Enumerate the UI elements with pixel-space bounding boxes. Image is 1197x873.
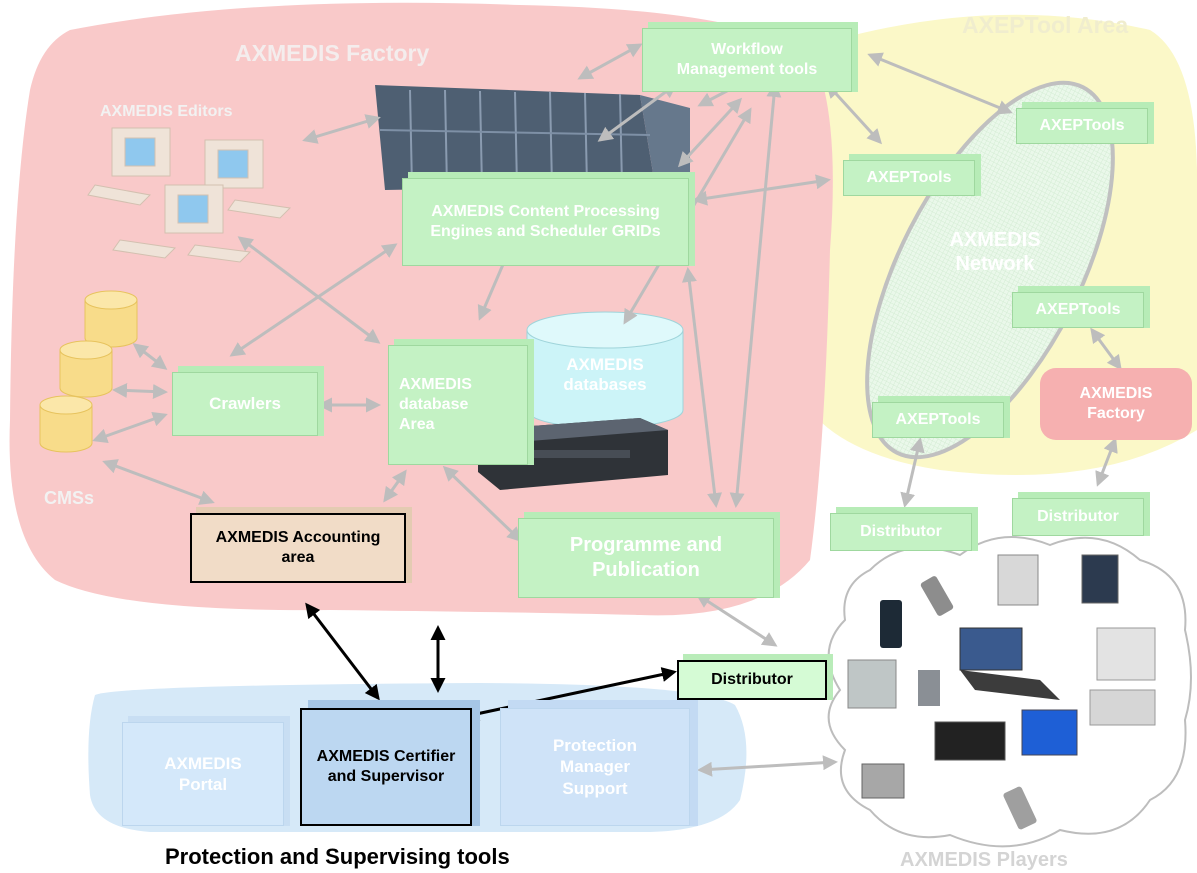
server-rack-image (375, 85, 690, 190)
editor-workstations-image (87, 127, 292, 263)
distributor-label-1: Distributor (860, 523, 942, 540)
database-area-label: AXMEDIS database Area (399, 376, 472, 433)
database-area-node: AXMEDIS database Area (388, 345, 528, 465)
distributor-node-1: Distributor (830, 513, 972, 551)
certifier-node: AXMEDIS Certifier and Supervisor (300, 708, 472, 826)
axeptools-node-4: AXEPTools (872, 402, 1004, 438)
content-processing-node: AXMEDIS Content Processing Engines and S… (402, 178, 689, 266)
axeptools-label-3: AXEPTools (1035, 301, 1121, 318)
axeptools-node-2: AXEPTools (843, 160, 975, 196)
portal-node: AXMEDIS Portal (122, 722, 284, 826)
workflow-label: Workflow Management tools (676, 41, 818, 78)
distributor-node-2: Distributor (1012, 498, 1144, 536)
factory-title: AXMEDIS Factory (235, 40, 430, 66)
axeptools-node-1: AXEPTools (1016, 108, 1148, 144)
crawlers-node: Crawlers (172, 372, 318, 436)
portal-label: AXMEDIS Portal (164, 753, 242, 794)
cms-cylinders (39, 290, 138, 453)
distributor-label-2: Distributor (1037, 508, 1119, 525)
remote-factory-node: AXMEDIS Factory (1040, 368, 1192, 440)
accounting-label: AXMEDIS Accounting area (215, 529, 381, 566)
player-devices (847, 554, 1156, 830)
accounting-node: AXMEDIS Accounting area (190, 513, 406, 583)
distributor-main-node: Distributor (677, 660, 827, 700)
editors-label: AXMEDIS Editors (100, 103, 233, 120)
databases-label: AXMEDIS databases (563, 355, 647, 395)
network-label: AXMEDIS Network (949, 229, 1041, 275)
protection-manager-node: Protection Manager Support (500, 708, 690, 826)
workflow-node: Workflow Management tools (642, 28, 852, 92)
protection-title: Protection and Supervising tools (165, 844, 510, 869)
axeptools-label-4: AXEPTools (895, 411, 981, 428)
crawlers-label: Crawlers (209, 394, 281, 414)
remote-factory-label: AXMEDIS Factory (1079, 385, 1153, 422)
programme-label: Programme and Publication (569, 534, 723, 581)
programme-node: Programme and Publication (518, 518, 774, 598)
axeptool-area-title: AXEPTool Area (962, 12, 1129, 38)
axeptools-label-1: AXEPTools (1039, 117, 1125, 134)
protection-manager-label: Protection Manager Support (552, 736, 638, 798)
axeptools-node-3: AXEPTools (1012, 292, 1144, 328)
players-title: AXMEDIS Players (900, 849, 1068, 871)
cmss-label: CMSs (44, 488, 95, 508)
axeptools-label-2: AXEPTools (866, 169, 952, 186)
distributor-main-label: Distributor (711, 671, 793, 688)
content-processing-label: AXMEDIS Content Processing Engines and S… (430, 203, 661, 240)
certifier-label: AXMEDIS Certifier and Supervisor (316, 748, 456, 785)
